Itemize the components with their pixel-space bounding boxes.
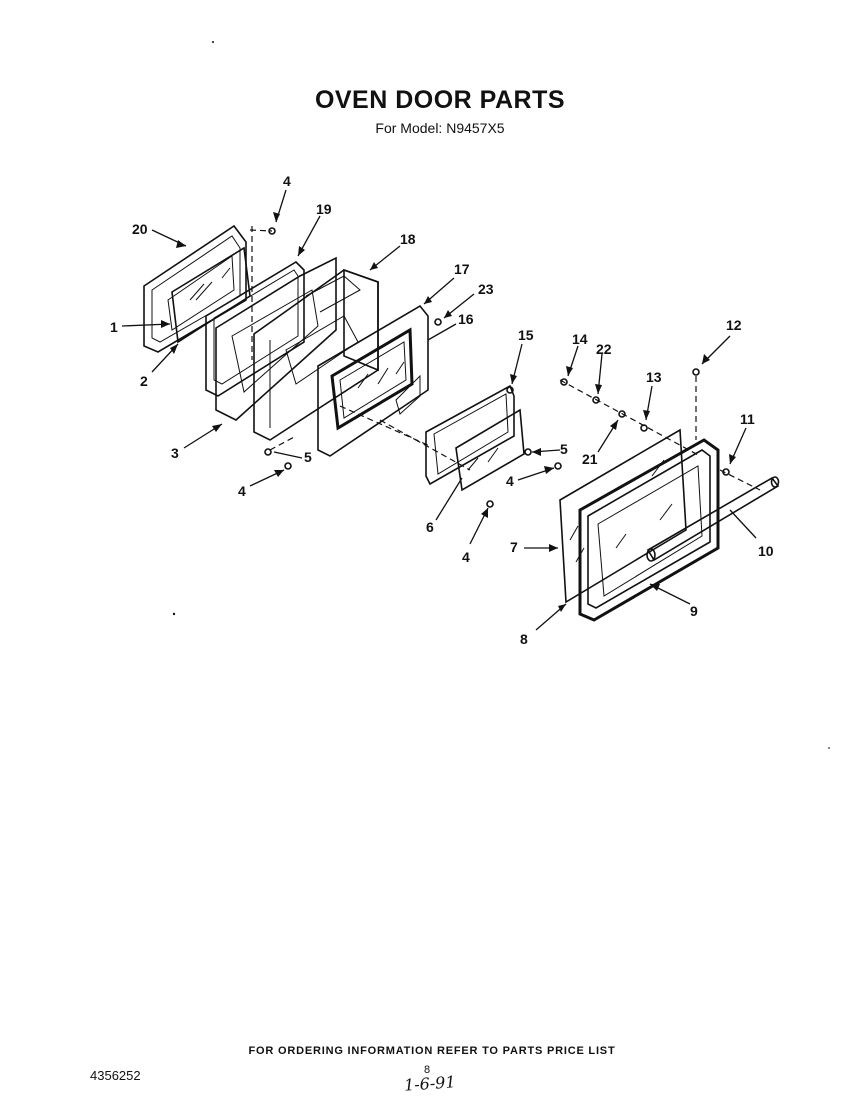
callout-4-bottom: 4 xyxy=(462,549,470,565)
callout-22: 22 xyxy=(596,341,612,357)
callout-1: 1 xyxy=(110,319,118,335)
part-16-door-panel xyxy=(317,304,429,457)
part-20-inner-frame xyxy=(143,224,247,353)
fasteners xyxy=(264,227,730,508)
callout-19: 19 xyxy=(316,201,332,217)
callout-5-left: 5 xyxy=(304,449,312,465)
callout-9: 9 xyxy=(690,603,698,619)
document-code: 4356252 xyxy=(90,1068,141,1083)
callout-6: 6 xyxy=(426,519,434,535)
arrowheads xyxy=(161,212,736,612)
callout-11: 11 xyxy=(740,411,755,427)
page-number: 8 xyxy=(424,1064,431,1076)
callout-18: 18 xyxy=(400,231,416,247)
callout-10: 10 xyxy=(758,543,774,559)
part-19-gasket xyxy=(205,260,305,397)
callout-3: 3 xyxy=(171,445,179,461)
part-15-window-frame xyxy=(425,384,515,486)
part-3-door-liner xyxy=(215,256,337,421)
part-9-outer-frame xyxy=(578,438,720,622)
callout-labels: 20 4 19 18 17 23 16 1 2 3 5 4 15 14 22 1… xyxy=(110,173,774,647)
callout-20: 20 xyxy=(132,221,148,237)
callout-4-right: 4 xyxy=(506,473,514,489)
part-18-insulation xyxy=(253,268,379,441)
model-subtitle: For Model: N9457X5 xyxy=(375,120,505,136)
callout-13: 13 xyxy=(646,369,662,385)
assembly-lines xyxy=(249,226,761,491)
callout-8: 8 xyxy=(520,631,528,647)
callout-14: 14 xyxy=(572,331,588,347)
callout-17: 17 xyxy=(454,261,470,277)
part-10-handle xyxy=(646,476,780,562)
callout-7: 7 xyxy=(510,539,518,555)
part-6-glass xyxy=(455,408,525,492)
callout-5-right: 5 xyxy=(560,441,568,457)
callout-4-left: 4 xyxy=(238,483,246,499)
callout-4-top: 4 xyxy=(283,173,291,189)
callout-23: 23 xyxy=(478,281,494,297)
page-title: OVEN DOOR PARTS xyxy=(314,86,566,114)
ordering-note: FOR ORDERING INFORMATION REFER TO PARTS … xyxy=(248,1045,616,1057)
callout-21: 21 xyxy=(582,451,598,467)
callout-15: 15 xyxy=(518,327,534,343)
callout-16: 16 xyxy=(458,311,474,327)
callout-12: 12 xyxy=(726,317,742,333)
handwritten-note: 1-6-91 xyxy=(403,1072,457,1095)
callout-2: 2 xyxy=(140,373,148,389)
